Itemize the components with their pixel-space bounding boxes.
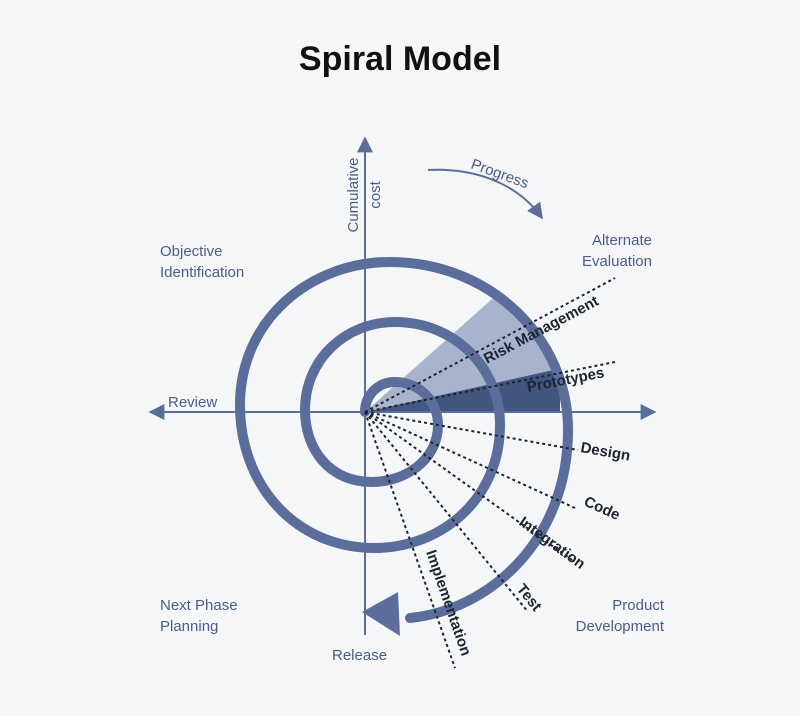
phase-design: Design	[579, 439, 631, 464]
review-label: Review	[168, 394, 217, 411]
phase-test: Test	[513, 581, 545, 615]
phase-rays	[364, 277, 616, 669]
page-title: Spiral Model	[298, 40, 502, 78]
y-axis-label-line2: cost	[367, 180, 384, 208]
spiral-path	[234, 256, 574, 623]
y-axis-label-line1: Cumulative	[345, 157, 362, 232]
progress-arrow	[427, 168, 543, 220]
ray-prototypes	[364, 361, 616, 413]
quadrant-next-phase-line1: Next Phase	[160, 597, 238, 614]
quadrant-objective-line1: Objective	[160, 243, 223, 260]
ray-design	[364, 411, 579, 451]
release-arrow-head	[362, 592, 400, 636]
quadrant-alternate-line1: Alternate	[592, 232, 652, 249]
phase-code: Code	[581, 493, 622, 524]
quadrant-objective-line2: Identification	[160, 264, 244, 281]
ray-risk-management	[364, 277, 616, 413]
ray-code	[364, 411, 576, 509]
release-label: Release	[332, 647, 387, 664]
quadrant-product-line1: Product	[612, 597, 665, 614]
quadrant-product-line2: Development	[576, 618, 665, 635]
ray-integration	[364, 411, 573, 561]
progress-label: Progress	[469, 156, 531, 193]
ray-test	[364, 411, 529, 613]
quadrant-alternate-line2: Evaluation	[582, 253, 652, 270]
quadrant-next-phase-line2: Planning	[160, 618, 218, 635]
